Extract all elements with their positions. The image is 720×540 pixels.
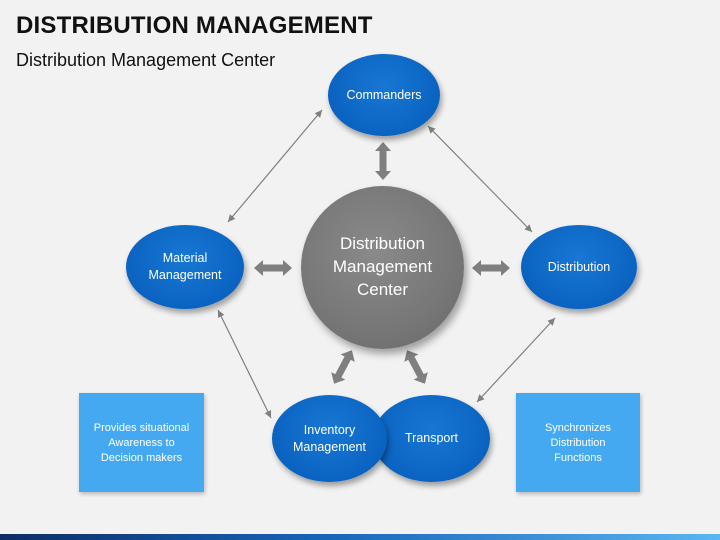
block-arrow-commanders-center — [375, 142, 391, 180]
center-node-label: Distribution Management Center — [332, 234, 433, 299]
page-title: DISTRIBUTION MANAGEMENT — [16, 12, 373, 39]
connector-commanders-distribution — [427, 125, 533, 233]
right-info-box: Synchronizes Distribution Functions — [516, 393, 640, 492]
distribution-node-label: Distribution — [547, 259, 611, 274]
left-info-box-text: Provides situational Awareness to Decisi… — [93, 422, 190, 464]
block-arrow-material-center — [254, 260, 292, 276]
block-arrow-inventory-center — [331, 350, 355, 384]
page-subtitle: Distribution Management Center — [16, 50, 276, 70]
block-arrow-distribution-center — [472, 260, 510, 276]
left-info-box: Provides situational Awareness to Decisi… — [79, 393, 204, 492]
commanders-node: Commanders — [328, 54, 440, 136]
right-info-box-text: Synchronizes Distribution Functions — [544, 422, 612, 464]
block-arrow-transport-center — [404, 350, 428, 384]
connector-material-inventory — [217, 309, 272, 419]
commanders-node-label: Commanders — [346, 87, 422, 102]
connector-commanders-material — [227, 109, 323, 223]
connector-distribution-transport — [476, 317, 556, 403]
material-node-label: Material Management — [148, 251, 222, 282]
material-node: Material Management — [126, 225, 244, 309]
distribution-node: Distribution — [521, 225, 637, 309]
center-node: Distribution Management Center — [301, 186, 464, 349]
bottom-accent-bar — [0, 534, 720, 540]
inventory-node: Inventory Management — [272, 395, 387, 482]
inventory-node-label: Inventory Management — [293, 422, 366, 454]
transport-node-label: Transport — [404, 431, 459, 446]
transport-node: Transport — [373, 395, 490, 482]
